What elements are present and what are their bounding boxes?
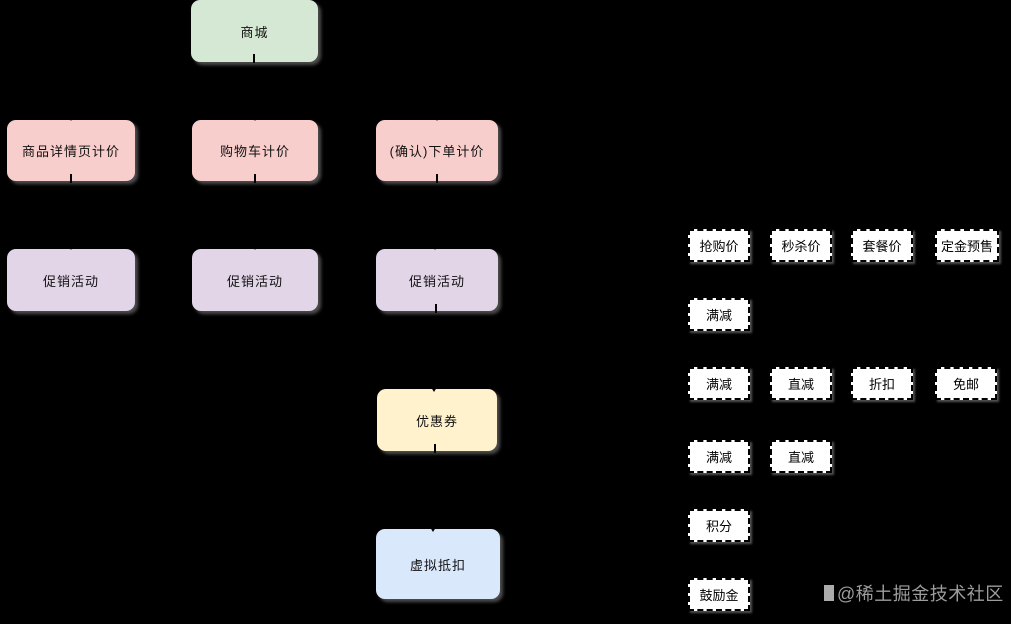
tag-discount: 折扣 xyxy=(851,367,913,400)
node-coupon-label: 优惠券 xyxy=(415,413,458,429)
node-promotion-3: 促销活动 xyxy=(376,249,498,311)
tag-points-label: 积分 xyxy=(705,519,732,534)
node-cart-pricing-label: 购物车计价 xyxy=(219,144,290,159)
arrow-down-icon xyxy=(68,245,74,250)
node-virtual-deduction-label: 虚拟抵扣 xyxy=(409,557,466,573)
connector-tick xyxy=(435,304,437,313)
tag-deposit-presale-label: 定金预售 xyxy=(940,239,993,254)
tag-incentive-bonus-label: 鼓励金 xyxy=(699,588,739,603)
node-mall-label: 商城 xyxy=(240,24,269,40)
node-detail-page-pricing-label: 商品详情页计价 xyxy=(21,144,120,159)
tag-package-price-label: 套餐价 xyxy=(862,239,902,254)
tag-direct-reduction-2: 直减 xyxy=(770,440,832,473)
node-promotion-1-label: 促销活动 xyxy=(42,273,99,289)
tag-full-reduction-1: 满减 xyxy=(688,298,750,331)
tag-full-reduction-1-label: 满减 xyxy=(705,308,732,323)
arrow-down-icon xyxy=(434,116,440,121)
tag-flash-sale-price-label: 抢购价 xyxy=(699,239,739,254)
tag-free-shipping: 免邮 xyxy=(935,367,997,400)
arrow-down-icon xyxy=(252,245,258,250)
arrow-down-icon xyxy=(252,116,258,121)
node-cart-pricing: 购物车计价 xyxy=(192,120,318,181)
tag-direct-reduction-2-label: 直减 xyxy=(787,450,814,465)
node-order-confirm-pricing: (确认)下单计价 xyxy=(376,120,498,181)
node-promotion-2-label: 促销活动 xyxy=(226,273,283,289)
connector-tick xyxy=(436,174,438,183)
tag-direct-reduction-1-label: 直减 xyxy=(787,377,814,392)
tag-full-reduction-2-label: 满减 xyxy=(705,377,732,392)
arrow-down-icon xyxy=(68,116,74,121)
node-order-confirm-pricing-label: (确认)下单计价 xyxy=(389,144,485,159)
tag-direct-reduction-1: 直减 xyxy=(770,367,832,400)
tag-package-price: 套餐价 xyxy=(851,229,913,262)
node-promotion-2: 促销活动 xyxy=(192,249,318,311)
watermark-text: @稀土掘金技术社区 xyxy=(837,584,1004,604)
arrow-down-icon xyxy=(432,245,438,250)
tag-free-shipping-label: 免邮 xyxy=(952,377,979,392)
tag-full-reduction-2: 满减 xyxy=(688,367,750,400)
tag-full-reduction-3: 满减 xyxy=(688,440,750,473)
connector-tick xyxy=(70,174,72,183)
node-virtual-deduction: 虚拟抵扣 xyxy=(376,529,500,599)
arrow-down-icon xyxy=(428,524,438,532)
tag-points: 积分 xyxy=(688,509,750,542)
tag-discount-label: 折扣 xyxy=(868,377,895,392)
node-promotion-3-label: 促销活动 xyxy=(408,273,465,289)
node-detail-page-pricing: 商品详情页计价 xyxy=(7,120,135,181)
watermark: @稀土掘金技术社区 xyxy=(824,580,1004,606)
tag-deposit-presale: 定金预售 xyxy=(935,229,999,262)
tag-seckill-price: 秒杀价 xyxy=(770,229,832,262)
node-coupon: 优惠券 xyxy=(377,389,497,451)
arrow-down-icon xyxy=(429,384,439,392)
connector-tick xyxy=(434,444,436,453)
node-mall: 商城 xyxy=(191,0,318,62)
connector-tick xyxy=(253,54,255,63)
connector-tick xyxy=(254,174,256,183)
watermark-logo-icon xyxy=(824,585,834,601)
tag-incentive-bonus: 鼓励金 xyxy=(688,578,750,611)
tag-full-reduction-3-label: 满减 xyxy=(705,450,732,465)
node-promotion-1: 促销活动 xyxy=(7,249,135,311)
tag-flash-sale-price: 抢购价 xyxy=(688,229,750,262)
tag-seckill-price-label: 秒杀价 xyxy=(781,239,821,254)
